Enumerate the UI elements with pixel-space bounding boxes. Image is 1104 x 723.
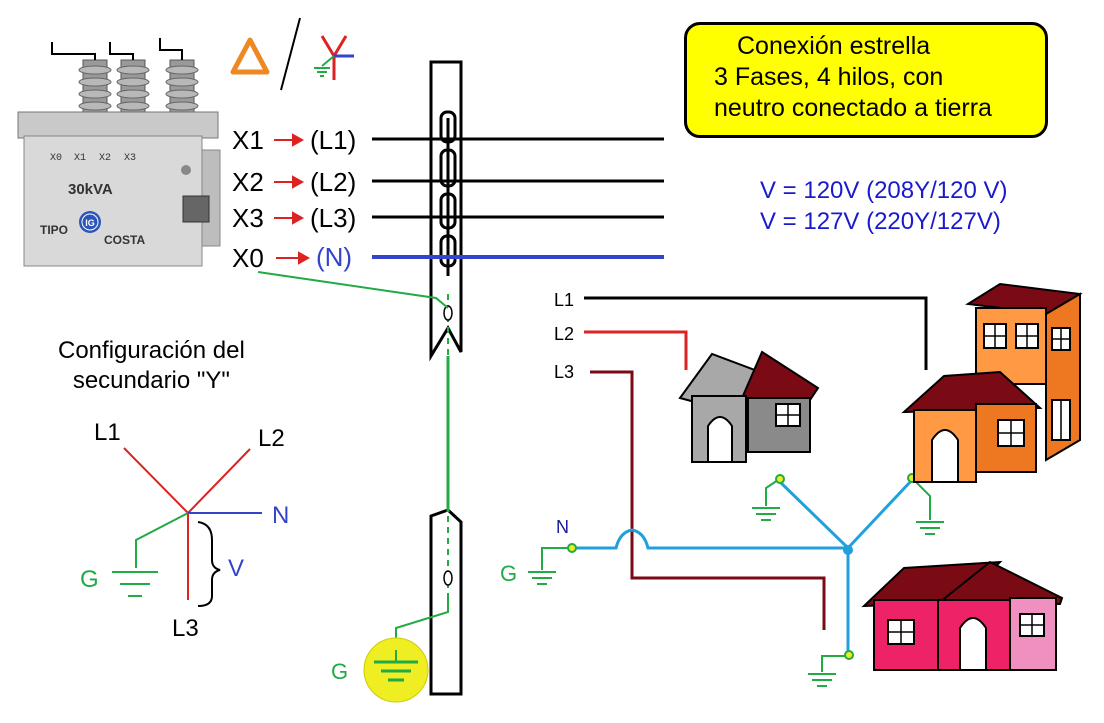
- tank-label-x0: X0: [50, 153, 62, 164]
- distribution-lines: [570, 296, 928, 654]
- ground-main: [528, 543, 577, 585]
- distribution-labels: L1 L2 L3 N G: [500, 290, 574, 586]
- config-title-line2: secundario "Y": [72, 367, 230, 394]
- tank-label-x1: X1: [74, 153, 86, 164]
- terminal-l2: (L2): [310, 167, 356, 197]
- info-line-1: Conexión estrella: [737, 32, 931, 60]
- house-pink: [861, 560, 1064, 671]
- terminal-x1: X1: [232, 125, 264, 155]
- config-title-line1: Configuración del: [58, 337, 245, 364]
- dist-label-g: G: [500, 561, 517, 586]
- terminal-arrows: [274, 133, 311, 265]
- brand-logo-text: IG: [85, 218, 95, 228]
- door-icon: [707, 416, 733, 463]
- wye-configuration-diagram: [112, 447, 262, 607]
- wye-grounded-icon: [314, 35, 354, 80]
- slash-divider: [280, 17, 301, 91]
- transformer-bushings: [51, 38, 199, 116]
- info-line-3: neutro conectado a tierra: [714, 94, 992, 122]
- transformer-type-label: TIPO: [40, 223, 68, 237]
- drop-l3: [590, 370, 826, 630]
- dist-label-n: N: [556, 517, 569, 537]
- terminal-labels: X1 X2 X3 X0 (L1) (L2) (L3) (N): [232, 125, 356, 273]
- terminal-x3: X3: [232, 203, 264, 233]
- terminal-l3: (L3): [310, 203, 356, 233]
- delta-icon: [230, 37, 270, 75]
- transformer-nameplate-terminals: X0 X1 X2 X3: [50, 153, 136, 164]
- dist-label-l1: L1: [554, 290, 574, 310]
- voltage-brace: [197, 521, 221, 607]
- dist-label-l2: L2: [554, 324, 574, 344]
- terminal-l1: (L1): [310, 125, 356, 155]
- transformer-location-label: COSTA: [104, 233, 145, 247]
- config-label-l2: L2: [258, 425, 285, 452]
- pole-ground-symbol: [363, 637, 429, 703]
- door-icon: [931, 429, 959, 483]
- config-label-l1: L1: [94, 419, 121, 446]
- distribution-grounds: [528, 473, 944, 687]
- tank-label-x3: X3: [124, 153, 136, 164]
- voltage-rating-1: V = 120V (208Y/120 V): [760, 177, 1008, 204]
- terminal-n: (N): [316, 242, 352, 272]
- config-label-v: V: [228, 555, 244, 582]
- x0-ground-lead: [257, 271, 449, 309]
- house-orange: [901, 282, 1083, 483]
- drop-l1: [584, 296, 928, 370]
- config-label-l3: L3: [172, 615, 199, 642]
- house-gray: [678, 350, 820, 463]
- door-icon: [959, 617, 987, 671]
- ground-house-left: [752, 474, 785, 521]
- delta-wye-symbol: [230, 17, 354, 91]
- info-line-2: 3 Fases, 4 hilos, con: [714, 63, 944, 91]
- secondary-config-title: Configuración del secundario "Y": [58, 336, 245, 396]
- brand-logo: IG: [79, 211, 101, 233]
- dist-label-l3: L3: [554, 362, 574, 382]
- secondary-bus: [257, 137, 664, 309]
- utility-pole: [395, 60, 463, 696]
- connection-info-box: Conexión estrella 3 Fases, 4 hilos, con …: [684, 22, 1048, 138]
- neutral-branches: [776, 478, 914, 551]
- secondary-rack: [439, 110, 457, 276]
- terminal-x0: X0: [232, 243, 264, 273]
- tank-label-x2: X2: [99, 153, 111, 164]
- pole-ground-label: G: [331, 659, 348, 684]
- config-label-g: G: [80, 566, 99, 593]
- transformer-rating: 30kVA: [68, 181, 113, 198]
- drop-l2: [584, 330, 688, 370]
- transformer: X0 X1 X2 X3 30kVA TIPO COSTA IG: [17, 38, 221, 267]
- config-label-n: N: [272, 502, 289, 529]
- voltage-ratings: V = 120V (208Y/120 V) V = 127V (220Y/127…: [760, 175, 1008, 237]
- terminal-x2: X2: [232, 167, 264, 197]
- voltage-rating-2: V = 127V (220Y/127V): [760, 208, 1001, 235]
- drop-neutral: [570, 528, 850, 654]
- wye-config-labels: L1 L2 L3 N G V: [80, 419, 289, 642]
- ground-house-right: [907, 473, 944, 535]
- ground-house-bottom: [808, 650, 854, 687]
